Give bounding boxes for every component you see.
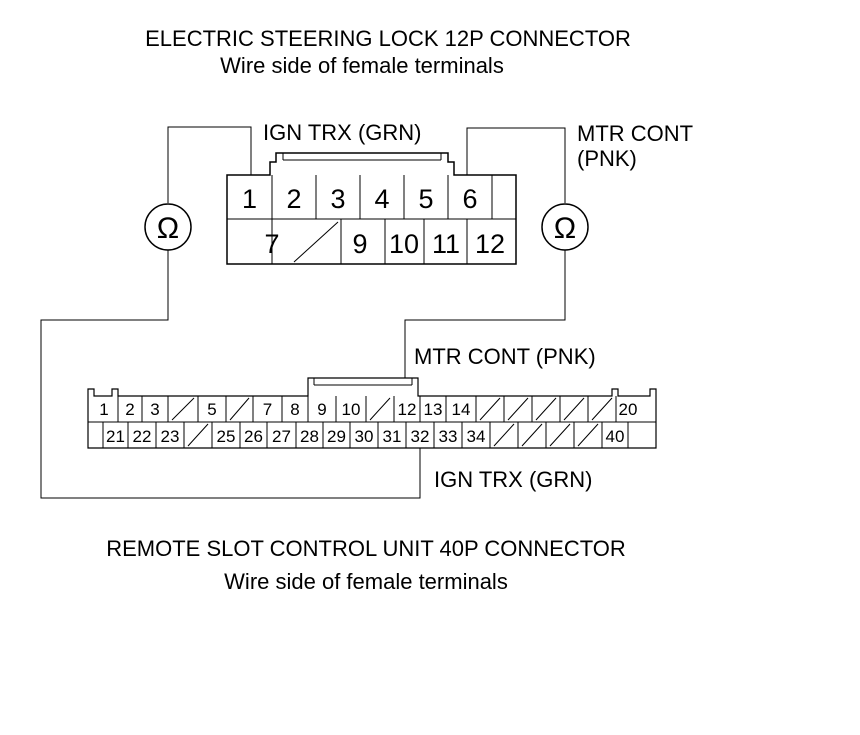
- blank-cavity-slash: [479, 397, 501, 421]
- blank-cavity-slash: [549, 423, 571, 447]
- ohmmeter-right: Ω: [541, 203, 589, 251]
- mtr-cont-label-top-2: (PNK): [577, 146, 637, 171]
- blank-cavity-slash: [369, 397, 391, 421]
- terminal-label: 10: [389, 229, 419, 259]
- mtr-cont-label-bottom: MTR CONT (PNK): [414, 344, 596, 369]
- terminal-label: 8: [290, 400, 299, 419]
- blank-cavity-slash: [507, 397, 529, 421]
- top-connector-title: ELECTRIC STEERING LOCK 12P CONNECTOR: [145, 26, 631, 51]
- terminal-label: 20: [619, 400, 638, 419]
- blank-cavity-slash: [521, 423, 543, 447]
- terminal-label: 3: [330, 184, 345, 214]
- bottom-connector-title: REMOTE SLOT CONTROL UNIT 40P CONNECTOR: [106, 536, 626, 561]
- terminal-label: 28: [300, 427, 319, 446]
- terminal-label: 1: [99, 400, 108, 419]
- terminal-label: 7: [263, 400, 272, 419]
- terminal-label: 29: [327, 427, 346, 446]
- top-connector-subtitle: Wire side of female terminals: [220, 53, 504, 78]
- terminal-label: 23: [161, 427, 180, 446]
- terminal-label: 6: [462, 184, 477, 214]
- wires: [40, 126, 566, 499]
- terminal-label: 21: [106, 427, 125, 446]
- blank-cavity-slash: [577, 423, 599, 447]
- terminal-label: 22: [133, 427, 152, 446]
- terminal-label: 5: [207, 400, 216, 419]
- blank-cavity-slash: [591, 397, 613, 421]
- blank-cavity-slash: [229, 397, 250, 421]
- ohmmeter-left: Ω: [144, 203, 192, 251]
- terminal-label: 27: [272, 427, 291, 446]
- terminal-label: 40: [606, 427, 625, 446]
- terminal-label: 30: [355, 427, 374, 446]
- terminal-label: 9: [352, 229, 367, 259]
- terminal-label: 4: [374, 184, 389, 214]
- terminal-label: 10: [342, 400, 361, 419]
- terminal-label: 2: [125, 400, 134, 419]
- terminal-label: 31: [383, 427, 402, 446]
- terminal-label: 14: [452, 400, 471, 419]
- terminal-label: 25: [217, 427, 236, 446]
- terminal-label: 13: [424, 400, 443, 419]
- terminal-label: 7: [264, 229, 279, 259]
- blank-cavity-slash: [493, 423, 515, 447]
- blank-cavity-slash: [535, 397, 557, 421]
- ign-trx-label-top: IGN TRX (GRN): [263, 120, 421, 145]
- terminal-label: 5: [418, 184, 433, 214]
- terminal-label: 33: [439, 427, 458, 446]
- terminal-label: 3: [150, 400, 159, 419]
- terminal-label: 12: [475, 229, 505, 259]
- blank-cavity-slash: [563, 397, 585, 421]
- terminal-label: 9: [317, 400, 326, 419]
- blank-cavity-slash: [171, 397, 195, 421]
- terminal-label: 26: [244, 427, 263, 446]
- bottom-connector-subtitle: Wire side of female terminals: [224, 569, 508, 594]
- terminal-label: 1: [242, 184, 257, 214]
- terminal-label: 34: [467, 427, 486, 446]
- ohm-icon: Ω: [157, 212, 179, 245]
- terminal-label: 12: [398, 400, 417, 419]
- terminal-label: 11: [432, 229, 460, 259]
- mtr-cont-label-top-1: MTR CONT: [577, 121, 693, 146]
- ohm-icon: Ω: [554, 212, 576, 245]
- ign-trx-label-bottom: IGN TRX (GRN): [434, 467, 592, 492]
- terminal-label: 2: [286, 184, 301, 214]
- terminal-label: 32: [411, 427, 430, 446]
- blank-cavity-slash: [187, 423, 209, 447]
